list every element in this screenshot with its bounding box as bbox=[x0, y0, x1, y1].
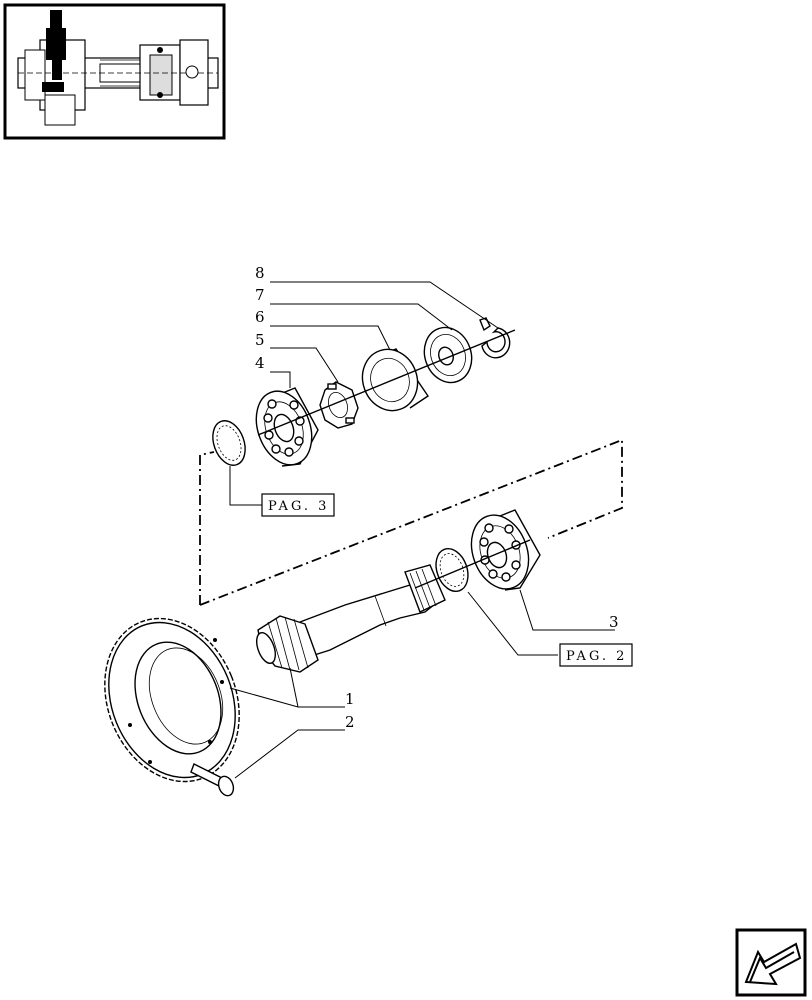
ring-nut-part-5 bbox=[319, 381, 359, 429]
shim-ring-upper bbox=[212, 420, 246, 466]
spacer-washer-part-7 bbox=[423, 326, 473, 384]
bolt-part-2 bbox=[190, 763, 235, 797]
callout-6: 6 bbox=[255, 308, 265, 326]
callout-8: 8 bbox=[255, 264, 265, 282]
bearing-part-4 bbox=[255, 387, 319, 467]
previous-arrow-icon[interactable] bbox=[735, 928, 807, 997]
axle-assembly-thumbnail[interactable] bbox=[3, 3, 226, 140]
callout-3: 3 bbox=[609, 613, 619, 631]
callout-7: 7 bbox=[255, 286, 265, 304]
callout-2: 2 bbox=[345, 713, 355, 731]
page-ref-pag-3-label: PAG. 3 bbox=[268, 499, 329, 514]
assembly-link-frame bbox=[199, 451, 215, 605]
snap-ring-part-8 bbox=[479, 317, 511, 359]
page-ref-pag-3[interactable]: PAG. 3 bbox=[261, 493, 335, 517]
shim-ring-lower bbox=[435, 547, 469, 593]
callout-1: 1 bbox=[345, 690, 355, 708]
page-ref-pag-2[interactable]: PAG. 2 bbox=[559, 643, 633, 667]
page-ref-pag-2-label: PAG. 2 bbox=[566, 649, 627, 664]
ring-gear-part-1 bbox=[104, 617, 240, 783]
pinion-shaft-part-1 bbox=[256, 564, 446, 673]
callout-5: 5 bbox=[255, 331, 265, 349]
callout-4: 4 bbox=[255, 354, 265, 372]
